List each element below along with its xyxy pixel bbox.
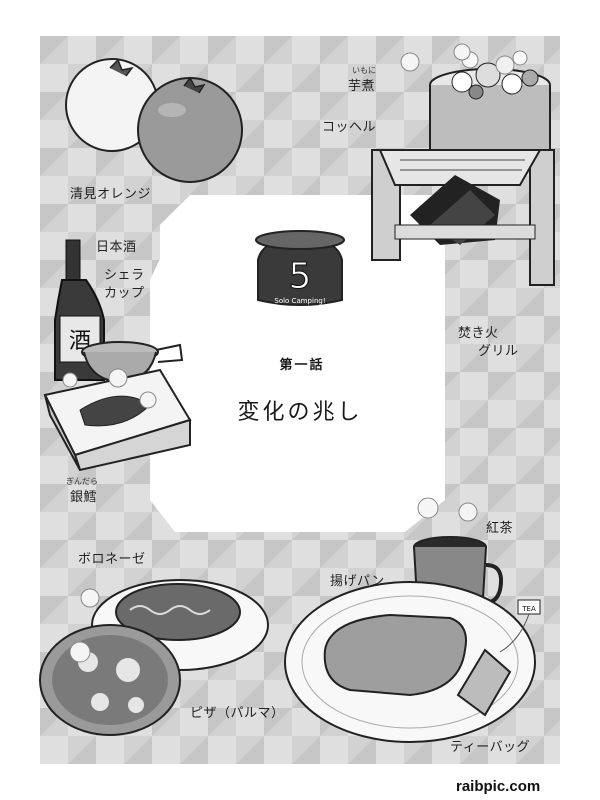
label-sierra-cup-line2: カップ xyxy=(104,286,145,301)
label-pizza: ピザ（パルマ） xyxy=(190,706,285,721)
label-sierra-cup-line1: シェラ xyxy=(104,268,145,283)
watermark: raibpic.com xyxy=(456,778,541,795)
label-agepan: 揚げパン xyxy=(330,574,385,589)
label-kiyomi-orange: 清見オレンジ xyxy=(70,187,152,202)
chapter-logo-text: Solo Camping! xyxy=(274,297,325,305)
label-takibi-line2: グリル xyxy=(478,344,519,359)
imoni-pot-illustration xyxy=(429,50,551,164)
chapter-number-badge: 5 Solo Camping! xyxy=(255,230,345,306)
label-gindara: 銀鱈 xyxy=(70,490,98,505)
chapter-logo-number: 5 xyxy=(289,256,312,297)
takibi-grill-illustration xyxy=(371,149,555,286)
label-coffel: コッヘル xyxy=(322,120,377,135)
chapter-title: 変化の兆し xyxy=(237,400,363,425)
chapter-number: 第一話 xyxy=(279,358,325,373)
label-nihonshu: 日本酒 xyxy=(96,240,137,255)
label-teabag: ティーバッグ xyxy=(450,740,531,755)
label-imoni: 芋煮 xyxy=(348,79,376,94)
gindara-tin-illustration xyxy=(43,368,192,472)
label-bolognese: ボロネーゼ xyxy=(78,552,146,567)
label-imoni-ruby: いもに xyxy=(352,66,376,75)
tea-tag-text: TEA xyxy=(521,605,536,613)
sake-bottle-and-sierra-cup-illustration: 酒 xyxy=(54,239,184,384)
kiyomi-orange-illustration xyxy=(65,58,243,183)
pizza-illustration xyxy=(39,624,181,736)
label-takibi-line1: 焚き火 xyxy=(458,326,499,341)
label-gindara-ruby: ぎんだら xyxy=(66,477,98,486)
label-kocha: 紅茶 xyxy=(486,521,514,536)
teabag-illustration: TEA xyxy=(456,599,541,717)
